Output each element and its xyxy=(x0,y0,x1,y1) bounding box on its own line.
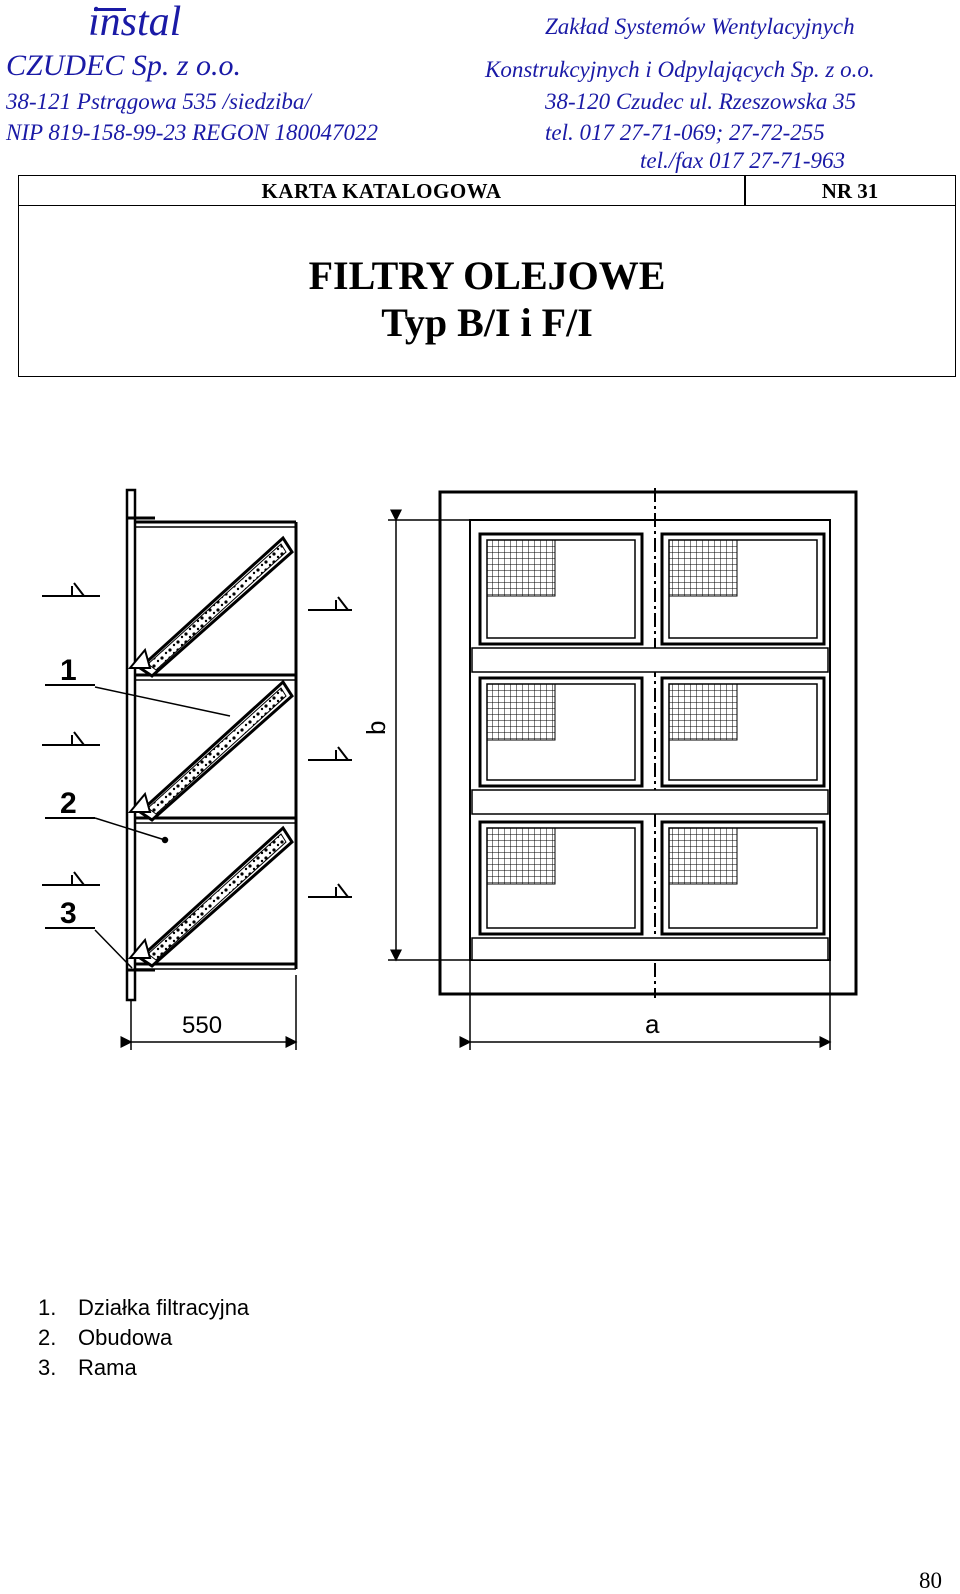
company-address: 38-121 Pstrągowa 535 /siedziba/ xyxy=(6,89,311,114)
filter-panel-r2-r xyxy=(660,676,826,788)
company-name: CZUDEC Sp. z o.o. xyxy=(6,49,242,82)
filter-cell-2 xyxy=(127,679,294,822)
callout-leaders xyxy=(45,684,231,969)
legend-item: 3.Rama xyxy=(38,1355,137,1380)
filter-panel-r3-r xyxy=(660,820,826,936)
parts-legend: 1.Działka filtracyjna 2.Obudowa 3.Rama xyxy=(38,1293,249,1383)
header-right-line-2: Konstrukcyjnych i Odpylających Sp. z o.o… xyxy=(485,57,875,82)
page-number: 80 xyxy=(919,1568,942,1593)
dimension-depth-label: 550 xyxy=(182,1012,222,1039)
callout-2: 2 xyxy=(60,787,77,820)
width-dimension xyxy=(459,960,832,1050)
card-header-row xyxy=(19,176,955,206)
filter-cell-1 xyxy=(127,535,294,678)
catalog-card: KARTA KATALOGOWA NR 31 FILTRY OLEJOWE Ty… xyxy=(18,175,956,377)
filter-panel-r3-l xyxy=(478,820,644,936)
side-view xyxy=(42,488,352,1050)
filter-panel-r2-l xyxy=(478,676,644,788)
dimension-height-label: b xyxy=(361,721,391,735)
header-right-line-5: tel./fax 017 27-71-963 xyxy=(640,148,846,173)
airflow-arrows-outlet xyxy=(308,596,352,898)
filter-panel-r1-l xyxy=(478,532,644,646)
airflow-arrows-inlet xyxy=(42,582,100,886)
page-title: FILTRY OLEJOWE xyxy=(308,253,666,298)
filter-panel-r1-r xyxy=(660,532,826,646)
card-label: KARTA KATALOGOWA xyxy=(261,179,502,203)
header-right-line-1: Zakład Systemów Wentylacyjnych xyxy=(545,14,855,39)
logo: instal xyxy=(88,0,182,45)
header-right-line-4: tel. 017 27-71-069; 27-72-255 xyxy=(545,120,825,145)
filter-cell-3 xyxy=(127,825,294,968)
callout-3: 3 xyxy=(60,897,77,930)
technical-drawing: 1 2 3 550 a b xyxy=(42,488,858,1050)
legend-item: 1.Działka filtracyjna xyxy=(38,1295,250,1320)
page-subtitle: Typ B/I i F/I xyxy=(381,300,593,345)
depth-dimension xyxy=(120,975,298,1050)
company-registry: NIP 819-158-99-23 REGON 180047022 xyxy=(6,120,379,145)
height-dimension xyxy=(388,509,470,962)
front-view xyxy=(388,488,858,1050)
dimension-width-label: a xyxy=(645,1009,660,1039)
legend-item: 2.Obudowa xyxy=(38,1325,173,1350)
header-right-line-3: 38-120 Czudec ul. Rzeszowska 35 xyxy=(545,89,857,114)
logo-overline xyxy=(94,8,126,11)
card-number: NR 31 xyxy=(821,179,879,203)
callout-1: 1 xyxy=(60,654,77,687)
card-divider xyxy=(744,176,746,206)
